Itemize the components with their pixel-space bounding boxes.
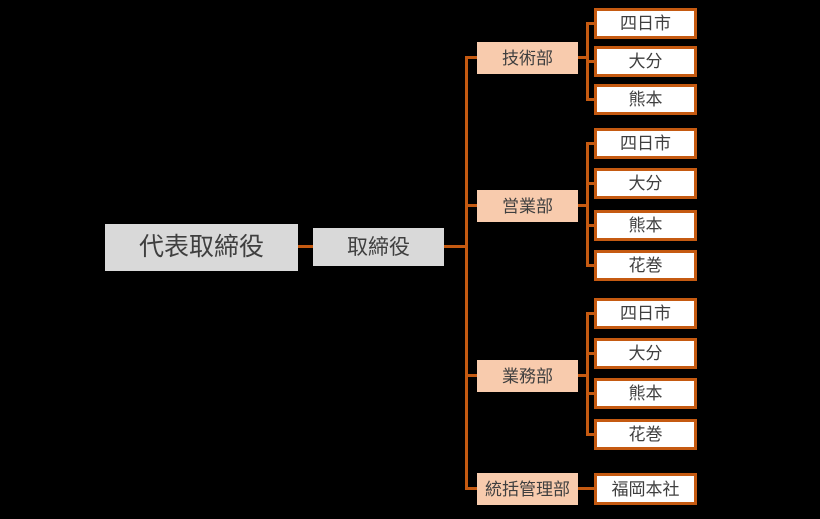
connector-line (586, 352, 594, 355)
dept-node-sales: 営業部 (477, 190, 578, 222)
connector-line (586, 60, 594, 63)
node-director: 取締役 (313, 228, 444, 266)
connector-line (465, 56, 477, 59)
branch-node: 大分 (594, 46, 697, 77)
dept-node-general-management: 統括管理部 (477, 473, 578, 505)
connector-line (465, 487, 477, 490)
connector-line (444, 245, 468, 248)
branch-node: 熊本 (594, 210, 697, 241)
connector-line (578, 204, 589, 207)
connector-line (465, 374, 477, 377)
connector-line (586, 182, 594, 185)
branch-node: 熊本 (594, 378, 697, 409)
connector-line (586, 224, 594, 227)
branch-node: 四日市 (594, 8, 697, 39)
branch-node: 花巻 (594, 250, 697, 281)
branch-node: 福岡本社 (594, 473, 697, 505)
connector-line (578, 56, 589, 59)
branch-node: 花巻 (594, 419, 697, 450)
branch-node: 大分 (594, 168, 697, 199)
trunk-line (465, 56, 468, 490)
connector-line (586, 142, 589, 267)
connector-line (586, 142, 594, 145)
connector-line (578, 487, 594, 490)
node-representative-director: 代表取締役 (105, 224, 298, 271)
connector-line (586, 22, 594, 25)
connector-line (578, 374, 589, 377)
connector-line (586, 433, 594, 436)
branch-node: 四日市 (594, 128, 697, 159)
branch-node: 熊本 (594, 84, 697, 115)
connector-line (586, 312, 589, 436)
connector-line (298, 245, 313, 248)
connector-line (586, 264, 594, 267)
connector-line (586, 98, 594, 101)
dept-node-engineering: 技術部 (477, 42, 578, 74)
branch-node: 大分 (594, 338, 697, 369)
connector-line (586, 312, 594, 315)
branch-node: 四日市 (594, 298, 697, 329)
connector-line (465, 204, 477, 207)
connector-line (586, 392, 594, 395)
dept-node-operations: 業務部 (477, 360, 578, 392)
